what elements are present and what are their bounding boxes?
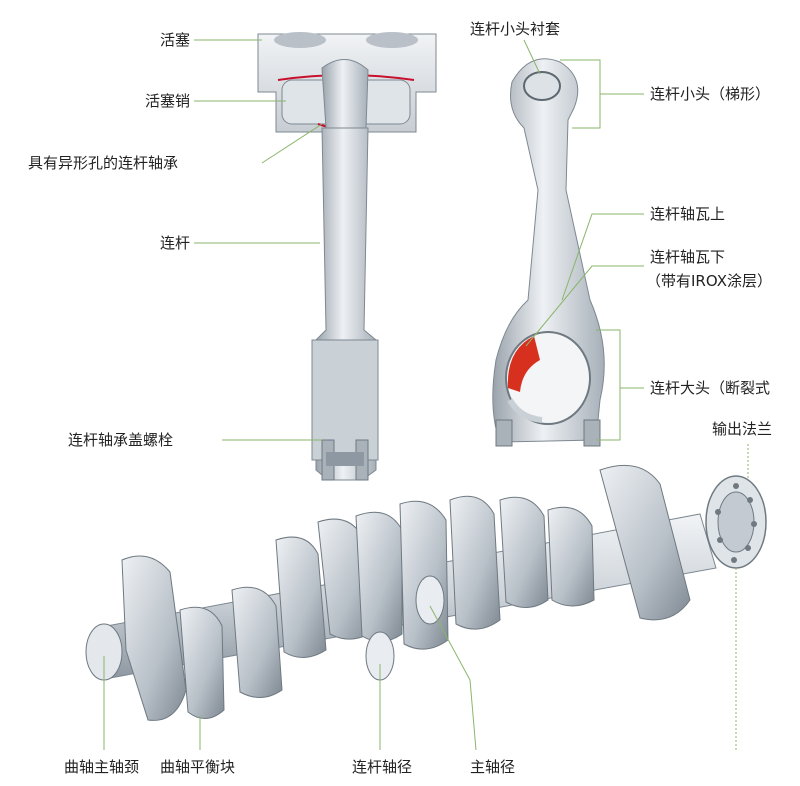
crankshaft: [85, 464, 767, 721]
label-crankpin: 连杆轴径: [352, 758, 413, 776]
label-small-end: 连杆小头（梯形）: [650, 85, 771, 103]
label-output-flange: 输出法兰: [712, 420, 773, 438]
label-shell-upper: 连杆轴瓦上: [650, 205, 726, 223]
label-main-journal-2: 主轴径: [470, 758, 516, 776]
output-flange: [705, 475, 767, 569]
leader-lines: [103, 39, 749, 751]
label-main-journal: 曲轴主轴颈: [64, 758, 140, 776]
small-end-bush: [523, 71, 561, 101]
label-small-end-bush: 连杆小头衬套: [470, 20, 561, 38]
label-piston-pin: 活塞销: [144, 92, 190, 110]
label-big-end: 连杆大头（断裂式: [650, 379, 771, 397]
label-connecting-rod: 连杆: [159, 234, 190, 252]
cap-bolts: [321, 439, 369, 481]
connecting-rod-side: [492, 58, 605, 447]
label-shell-lower: 连杆轴瓦下: [650, 248, 726, 266]
label-piston: 活塞: [159, 31, 190, 49]
bearing-shell-lower: [507, 336, 540, 392]
label-shell-lower-coating: （带有IROX涂层）: [646, 272, 772, 290]
label-special-bearing: 具有异形孔的连杆轴承: [28, 154, 179, 172]
crank-webs: [121, 464, 691, 721]
label-cap-bolt: 连杆轴承盖螺栓: [68, 431, 174, 449]
label-counterweight: 曲轴平衡块: [160, 758, 236, 776]
piston-rod-assembly: [257, 32, 437, 481]
